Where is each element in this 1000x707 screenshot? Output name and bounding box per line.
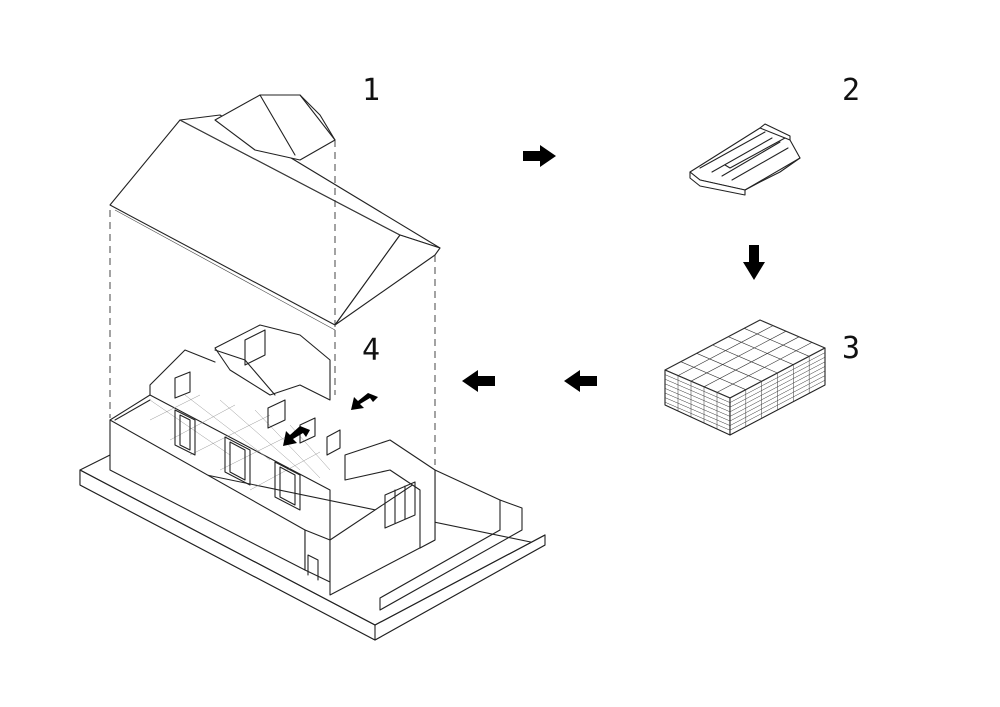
arrow-2-to-3 <box>743 245 765 280</box>
tile-stack-line <box>696 353 762 382</box>
house-walls <box>109 349 523 611</box>
tile-stack-line <box>712 344 778 374</box>
tile-stack-line <box>716 342 813 393</box>
tile-stack-line <box>680 361 746 390</box>
step-label-1: 1 <box>362 73 380 108</box>
tile-stack-line <box>703 336 800 388</box>
interior-gables <box>214 324 436 549</box>
arrow-into-roof <box>351 393 378 410</box>
exploded-roof <box>109 94 441 331</box>
tile-stack-line <box>664 388 731 417</box>
tile-stack-line <box>664 392 731 422</box>
step-label-3: 3 <box>842 331 860 366</box>
tile-stack-line <box>759 319 826 349</box>
tile-stack-line <box>728 336 794 365</box>
tile-stack-line <box>664 401 731 431</box>
projection-lines <box>109 140 436 465</box>
tile-stack <box>664 319 826 436</box>
tile-stack-line <box>664 378 731 408</box>
tile-stack-line <box>664 319 761 371</box>
tile-stack-line <box>664 397 731 426</box>
tile-stack-line <box>664 369 731 399</box>
house-illustration <box>79 94 546 641</box>
arrow-3-to-4-left <box>462 370 495 392</box>
tile-stack-line <box>690 330 787 382</box>
step-label-4: 4 <box>362 333 380 368</box>
tile-stack-line <box>664 374 731 403</box>
tile-stack-line <box>664 383 731 413</box>
back-windows <box>174 371 341 456</box>
roof-tile <box>689 123 801 196</box>
arrow-3-to-4-right <box>564 370 597 392</box>
front-windows <box>174 409 301 511</box>
step-label-2: 2 <box>842 73 860 108</box>
arrow-1-to-2 <box>523 145 556 167</box>
tile-stack-line <box>744 328 810 357</box>
tile-stack-line <box>677 325 774 376</box>
arrow-into-interior <box>283 426 310 446</box>
